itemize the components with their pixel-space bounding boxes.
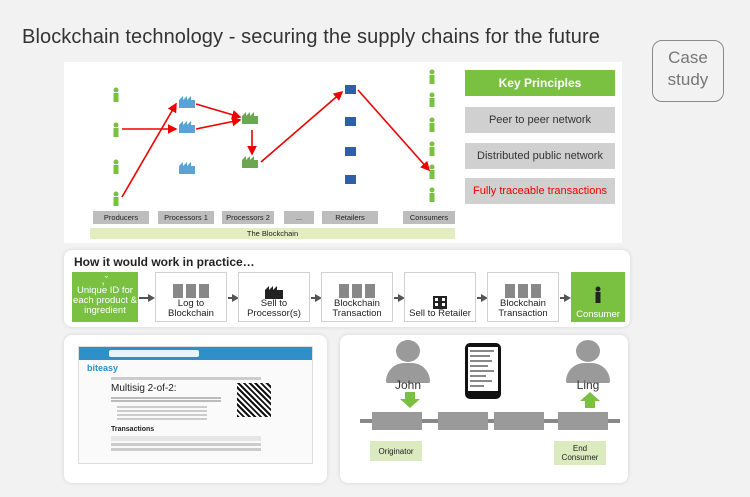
device-screen bbox=[468, 347, 498, 391]
ling-avatar bbox=[566, 340, 610, 383]
wallet-screenshot: biteasy Multisig 2-of-2: Transactions bbox=[78, 346, 313, 464]
retailer-icon bbox=[345, 85, 356, 94]
lane-ellipsis: ... bbox=[284, 211, 314, 224]
originator-label: Originator bbox=[370, 441, 422, 461]
step-sell-processor: Sell to Processor(s) bbox=[238, 272, 310, 322]
conveyor-belt bbox=[360, 412, 620, 430]
qr-code-icon bbox=[237, 383, 271, 417]
mobile-device bbox=[465, 343, 501, 399]
step-blockchain-transaction-1: Blockchain Transaction bbox=[321, 272, 393, 322]
up-arrow-icon bbox=[580, 392, 600, 408]
person-icon bbox=[595, 286, 601, 303]
lane-producers: Producers bbox=[93, 211, 149, 224]
wallet-brand: biteasy bbox=[87, 363, 119, 373]
factory-icon bbox=[179, 96, 195, 108]
practice-heading: How it would work in practice… bbox=[74, 255, 255, 269]
supply-chain-diagram bbox=[113, 69, 435, 206]
transactions-label: Transactions bbox=[111, 426, 155, 433]
principle-p2p: Peer to peer network bbox=[465, 107, 615, 133]
factory-icon bbox=[179, 162, 195, 174]
multisig-title: Multisig 2-of-2: bbox=[111, 383, 177, 394]
retailer-icons bbox=[345, 85, 356, 184]
retailer-icon bbox=[345, 117, 356, 126]
step-sell-retailer: Sell to Retailer bbox=[404, 272, 476, 322]
producer-icon bbox=[113, 122, 119, 137]
consumer-icon bbox=[429, 164, 435, 179]
wallet-topbar bbox=[79, 347, 312, 360]
step-log-blockchain: Log to Blockchain bbox=[155, 272, 227, 322]
step-consumer: Consumer bbox=[571, 272, 625, 322]
end-consumer-label: End Consumer bbox=[554, 441, 606, 465]
lane-processors-1: Processors 1 bbox=[158, 211, 214, 224]
retailer-icon bbox=[345, 175, 356, 184]
server-icon bbox=[339, 284, 375, 298]
case-study-badge: Case study bbox=[652, 40, 724, 102]
consumer-icon bbox=[429, 117, 435, 132]
retailer-icon bbox=[345, 147, 356, 156]
producers-icons bbox=[113, 87, 119, 206]
factory-icon bbox=[242, 112, 258, 124]
consumer-icons bbox=[429, 69, 435, 202]
producer-icon bbox=[113, 159, 119, 174]
wallet-search-input[interactable] bbox=[109, 350, 199, 357]
processor1-icons bbox=[179, 96, 195, 174]
producer-icon bbox=[113, 191, 119, 206]
consumer-icon bbox=[429, 69, 435, 84]
page-title: Blockchain technology - securing the sup… bbox=[22, 26, 600, 48]
consumer-icon bbox=[429, 187, 435, 202]
step-unique-id: ,ˇ Unique ID for each product & ingredie… bbox=[72, 272, 138, 322]
server-icon bbox=[173, 284, 209, 298]
consumer-icon bbox=[429, 141, 435, 156]
principle-traceable: Fully traceable transactions bbox=[465, 178, 615, 204]
principle-distributed: Distributed public network bbox=[465, 143, 615, 169]
processor2-icons bbox=[242, 112, 258, 168]
sender-name: John bbox=[394, 378, 422, 392]
producer-icon bbox=[113, 87, 119, 102]
device-text-lines bbox=[470, 350, 494, 387]
consumer-icon bbox=[429, 92, 435, 107]
lane-retailers: Retailers bbox=[322, 211, 378, 224]
receiver-name: Ling bbox=[576, 378, 600, 392]
blockchain-base-bar: The Blockchain bbox=[90, 228, 455, 239]
down-arrow-icon bbox=[400, 392, 420, 408]
lane-processors-2: Processors 2 bbox=[222, 211, 274, 224]
sprout-icon: ,ˇ bbox=[101, 275, 109, 287]
key-principles-title: Key Principles bbox=[465, 70, 615, 96]
factory-icon bbox=[242, 156, 258, 168]
john-avatar bbox=[386, 340, 430, 383]
flow-arrows bbox=[121, 89, 431, 198]
factory-icon bbox=[265, 286, 283, 299]
server-icon bbox=[505, 284, 541, 298]
store-icon bbox=[433, 296, 447, 309]
factory-icon bbox=[179, 121, 195, 133]
lane-consumers: Consumers bbox=[403, 211, 455, 224]
step-blockchain-transaction-2: Blockchain Transaction bbox=[487, 272, 559, 322]
